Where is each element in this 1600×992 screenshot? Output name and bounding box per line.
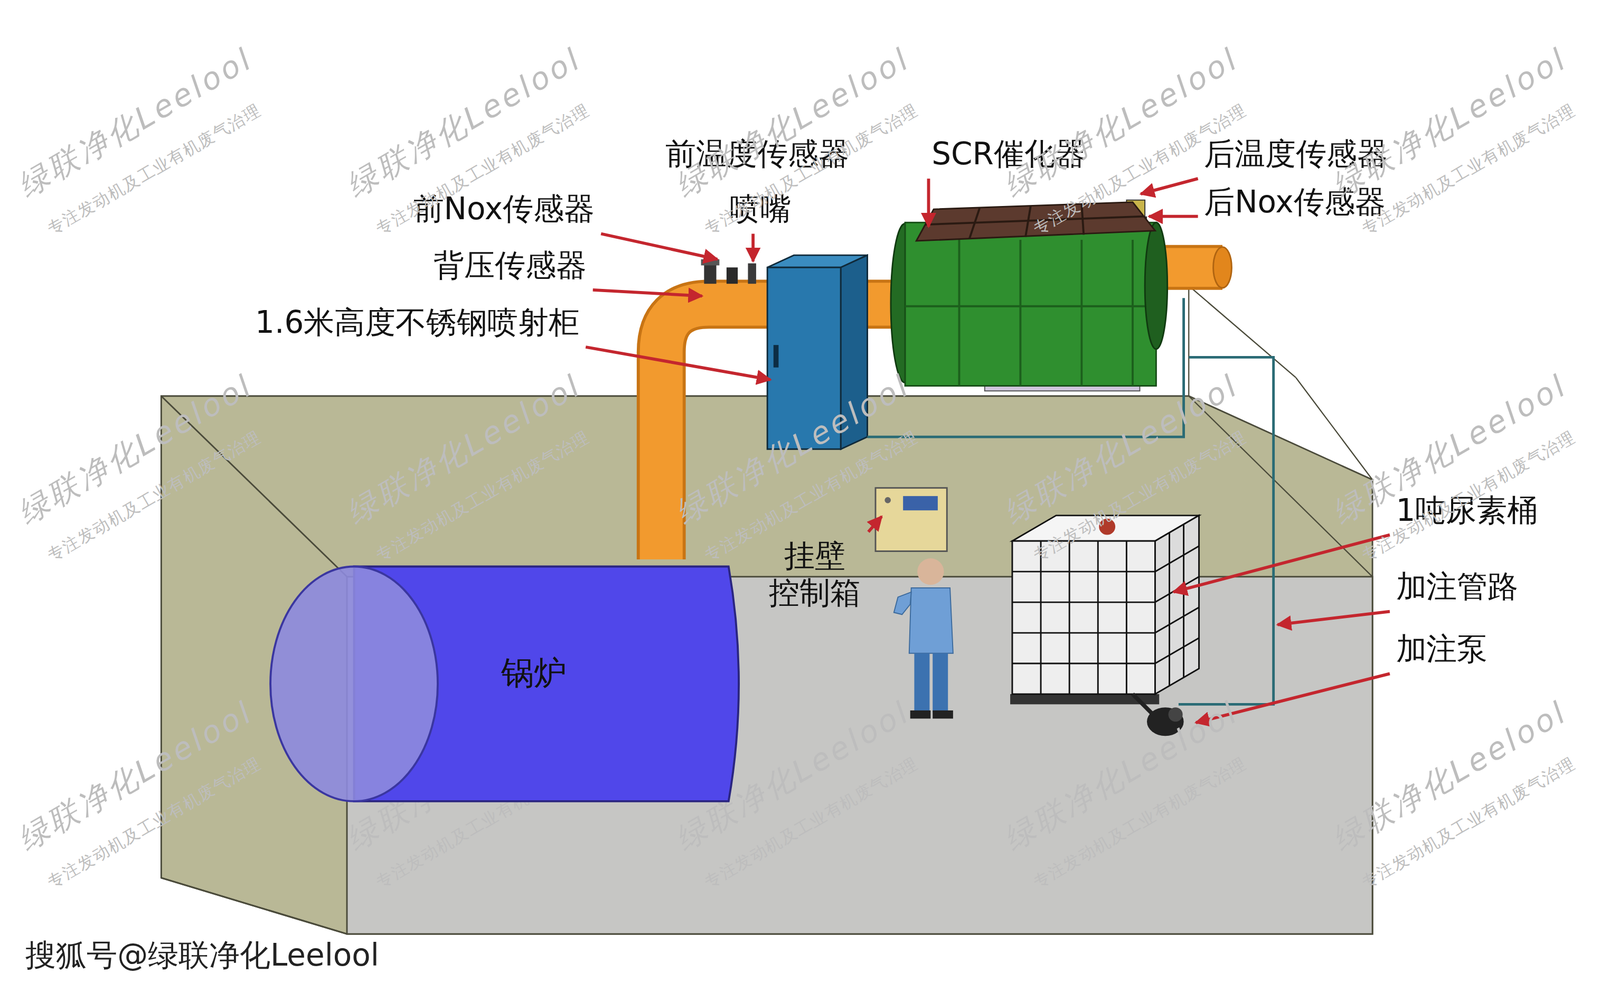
leader-arrow xyxy=(585,346,771,380)
wall-control-box-part xyxy=(902,495,938,511)
leader-arrow xyxy=(868,516,882,532)
room-box-part xyxy=(161,877,347,934)
injection-cabinet-part xyxy=(773,344,779,368)
callout-label: 1.6米高度不锈钢喷射柜 xyxy=(255,304,580,342)
room-box-part xyxy=(1295,377,1373,480)
leader-arrow xyxy=(1149,214,1199,219)
scr-catalyst-part xyxy=(905,305,1156,308)
boiler-cylinder: 锅炉 xyxy=(267,561,747,807)
sensors-part xyxy=(726,267,738,284)
person-part xyxy=(932,653,948,713)
filling-pipe xyxy=(867,297,1274,704)
urea-tote-part xyxy=(1012,540,1156,694)
exhaust-pipe-part xyxy=(1213,247,1232,288)
wall-control-box-part xyxy=(884,496,891,504)
scr-catalyst-part xyxy=(905,222,1156,386)
callout-label: 加注管路 xyxy=(1396,568,1519,606)
room-box-part xyxy=(1188,285,1296,378)
urea-tote-part xyxy=(1154,515,1199,694)
person-part xyxy=(917,558,944,585)
leader-arrow xyxy=(600,233,718,260)
room-box-part xyxy=(1188,285,1190,397)
person-part xyxy=(909,587,954,654)
urea-tote-part xyxy=(1012,540,1156,694)
person xyxy=(893,558,954,719)
sensors-part xyxy=(703,263,717,285)
filling-pump-part xyxy=(1168,707,1183,722)
leader-arrow xyxy=(1140,178,1198,194)
room-box-part xyxy=(1188,396,1373,577)
scr-catalyst-part xyxy=(1131,239,1134,386)
filling-pump-part xyxy=(1132,693,1154,715)
leader-arrow xyxy=(1173,534,1390,592)
callout-label: 挂壁 控制箱 xyxy=(767,537,863,611)
person-part xyxy=(910,710,931,719)
leader-arrow xyxy=(1277,611,1390,625)
scr-catalyst-part xyxy=(958,239,961,386)
person-part xyxy=(914,653,930,713)
leader-arrow xyxy=(593,289,703,297)
wall-control-box-part xyxy=(875,487,947,552)
person-part xyxy=(932,710,954,719)
scr-catalyst-part xyxy=(1080,239,1083,386)
callout-label: 背压传感器 xyxy=(433,247,587,285)
source-credit: 搜狐号@绿联净化Leelool xyxy=(25,936,380,974)
urea-tote-part xyxy=(1154,524,1199,686)
callout-label: 加注泵 xyxy=(1396,630,1489,668)
node-text: 锅炉 xyxy=(501,651,567,696)
boiler-end xyxy=(270,566,438,801)
leader-arrow xyxy=(927,178,931,227)
scr-catalyst xyxy=(890,202,1168,391)
wall-control-box xyxy=(875,487,947,552)
sensors-part xyxy=(747,263,756,285)
scr-catalyst-part xyxy=(1144,222,1168,350)
filling-pipe-part xyxy=(867,297,1184,437)
scr-catalyst-part xyxy=(1019,239,1022,386)
person-part xyxy=(893,591,912,615)
leader-arrow xyxy=(751,233,755,262)
